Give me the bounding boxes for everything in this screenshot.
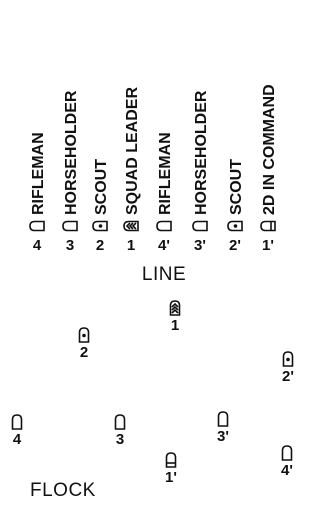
flock-member: 4 [11, 414, 23, 448]
line-member-label: RIFLEMAN [157, 132, 174, 215]
line-member: 3 HORSEHOLDER [62, 90, 80, 254]
line-formation: 4 RIFLEMAN 3 HORSEHOLDER 2 SCOUT 1 SQUAD LEADER… [29, 84, 278, 254]
line-member-label: SCOUT [93, 159, 110, 215]
line-member: 4' RIFLEMAN [156, 132, 174, 254]
flock-member-number: 2 [80, 344, 88, 361]
flock-member-number: 1 [171, 317, 179, 334]
line-member-number: 2' [229, 237, 241, 254]
scout-icon [227, 220, 243, 232]
rifleman-icon [281, 445, 293, 461]
scout-icon [78, 327, 90, 343]
flock-formation: 1 2 2' 4 3 3' 1' 4' [11, 300, 294, 486]
scout-icon [92, 220, 108, 232]
squad-leader-icon [123, 220, 139, 232]
flock-member: 3 [114, 414, 126, 448]
line-member-number: 3' [194, 237, 206, 254]
line-member: 1 SQUAD LEADER [123, 87, 141, 254]
flock-member-number: 3' [217, 428, 229, 445]
rifleman-icon [29, 220, 45, 232]
flock-member-number: 2' [282, 368, 294, 385]
scout-icon [282, 351, 294, 367]
squad-leader-icon [169, 300, 181, 316]
line-member: 4 RIFLEMAN [29, 132, 47, 254]
second-in-command-icon [165, 452, 177, 468]
horseholder-icon [62, 220, 78, 232]
horseholder-icon [114, 414, 126, 430]
line-member-label: HORSEHOLDER [193, 90, 210, 215]
line-member: 2 SCOUT [92, 159, 110, 254]
line-title: LINE [142, 264, 186, 285]
flock-title: FLOCK [30, 480, 96, 501]
rifleman-icon [156, 220, 172, 232]
flock-member: 2' [282, 351, 294, 385]
line-member-label: SQUAD LEADER [124, 87, 141, 215]
second-in-command-icon [260, 220, 276, 232]
line-member: 2' SCOUT [227, 159, 245, 254]
line-member: 1' 2D IN COMMAND [260, 84, 278, 254]
flock-member: 1 [169, 300, 181, 334]
line-member-number: 2 [96, 237, 104, 254]
line-member-label: SCOUT [228, 159, 245, 215]
line-member: 3' HORSEHOLDER [192, 90, 210, 254]
flock-member: 3' [217, 411, 229, 445]
line-member-number: 4' [158, 237, 170, 254]
line-member-number: 4 [33, 237, 42, 254]
horseholder-icon [192, 220, 208, 232]
line-member-label: HORSEHOLDER [63, 90, 80, 215]
line-member-label: RIFLEMAN [30, 132, 47, 215]
flock-member-number: 1' [165, 469, 177, 486]
line-member-label: 2D IN COMMAND [261, 84, 278, 215]
line-member-number: 1 [127, 237, 135, 254]
flock-member: 1' [165, 452, 177, 486]
line-member-number: 1' [262, 237, 274, 254]
line-member-number: 3 [66, 237, 74, 254]
flock-member-number: 4 [13, 431, 22, 448]
flock-member-number: 3 [116, 431, 124, 448]
horseholder-icon [217, 411, 229, 427]
flock-member: 4' [281, 445, 293, 479]
flock-member: 2 [78, 327, 90, 361]
rifleman-icon [11, 414, 23, 430]
flock-member-number: 4' [281, 462, 293, 479]
